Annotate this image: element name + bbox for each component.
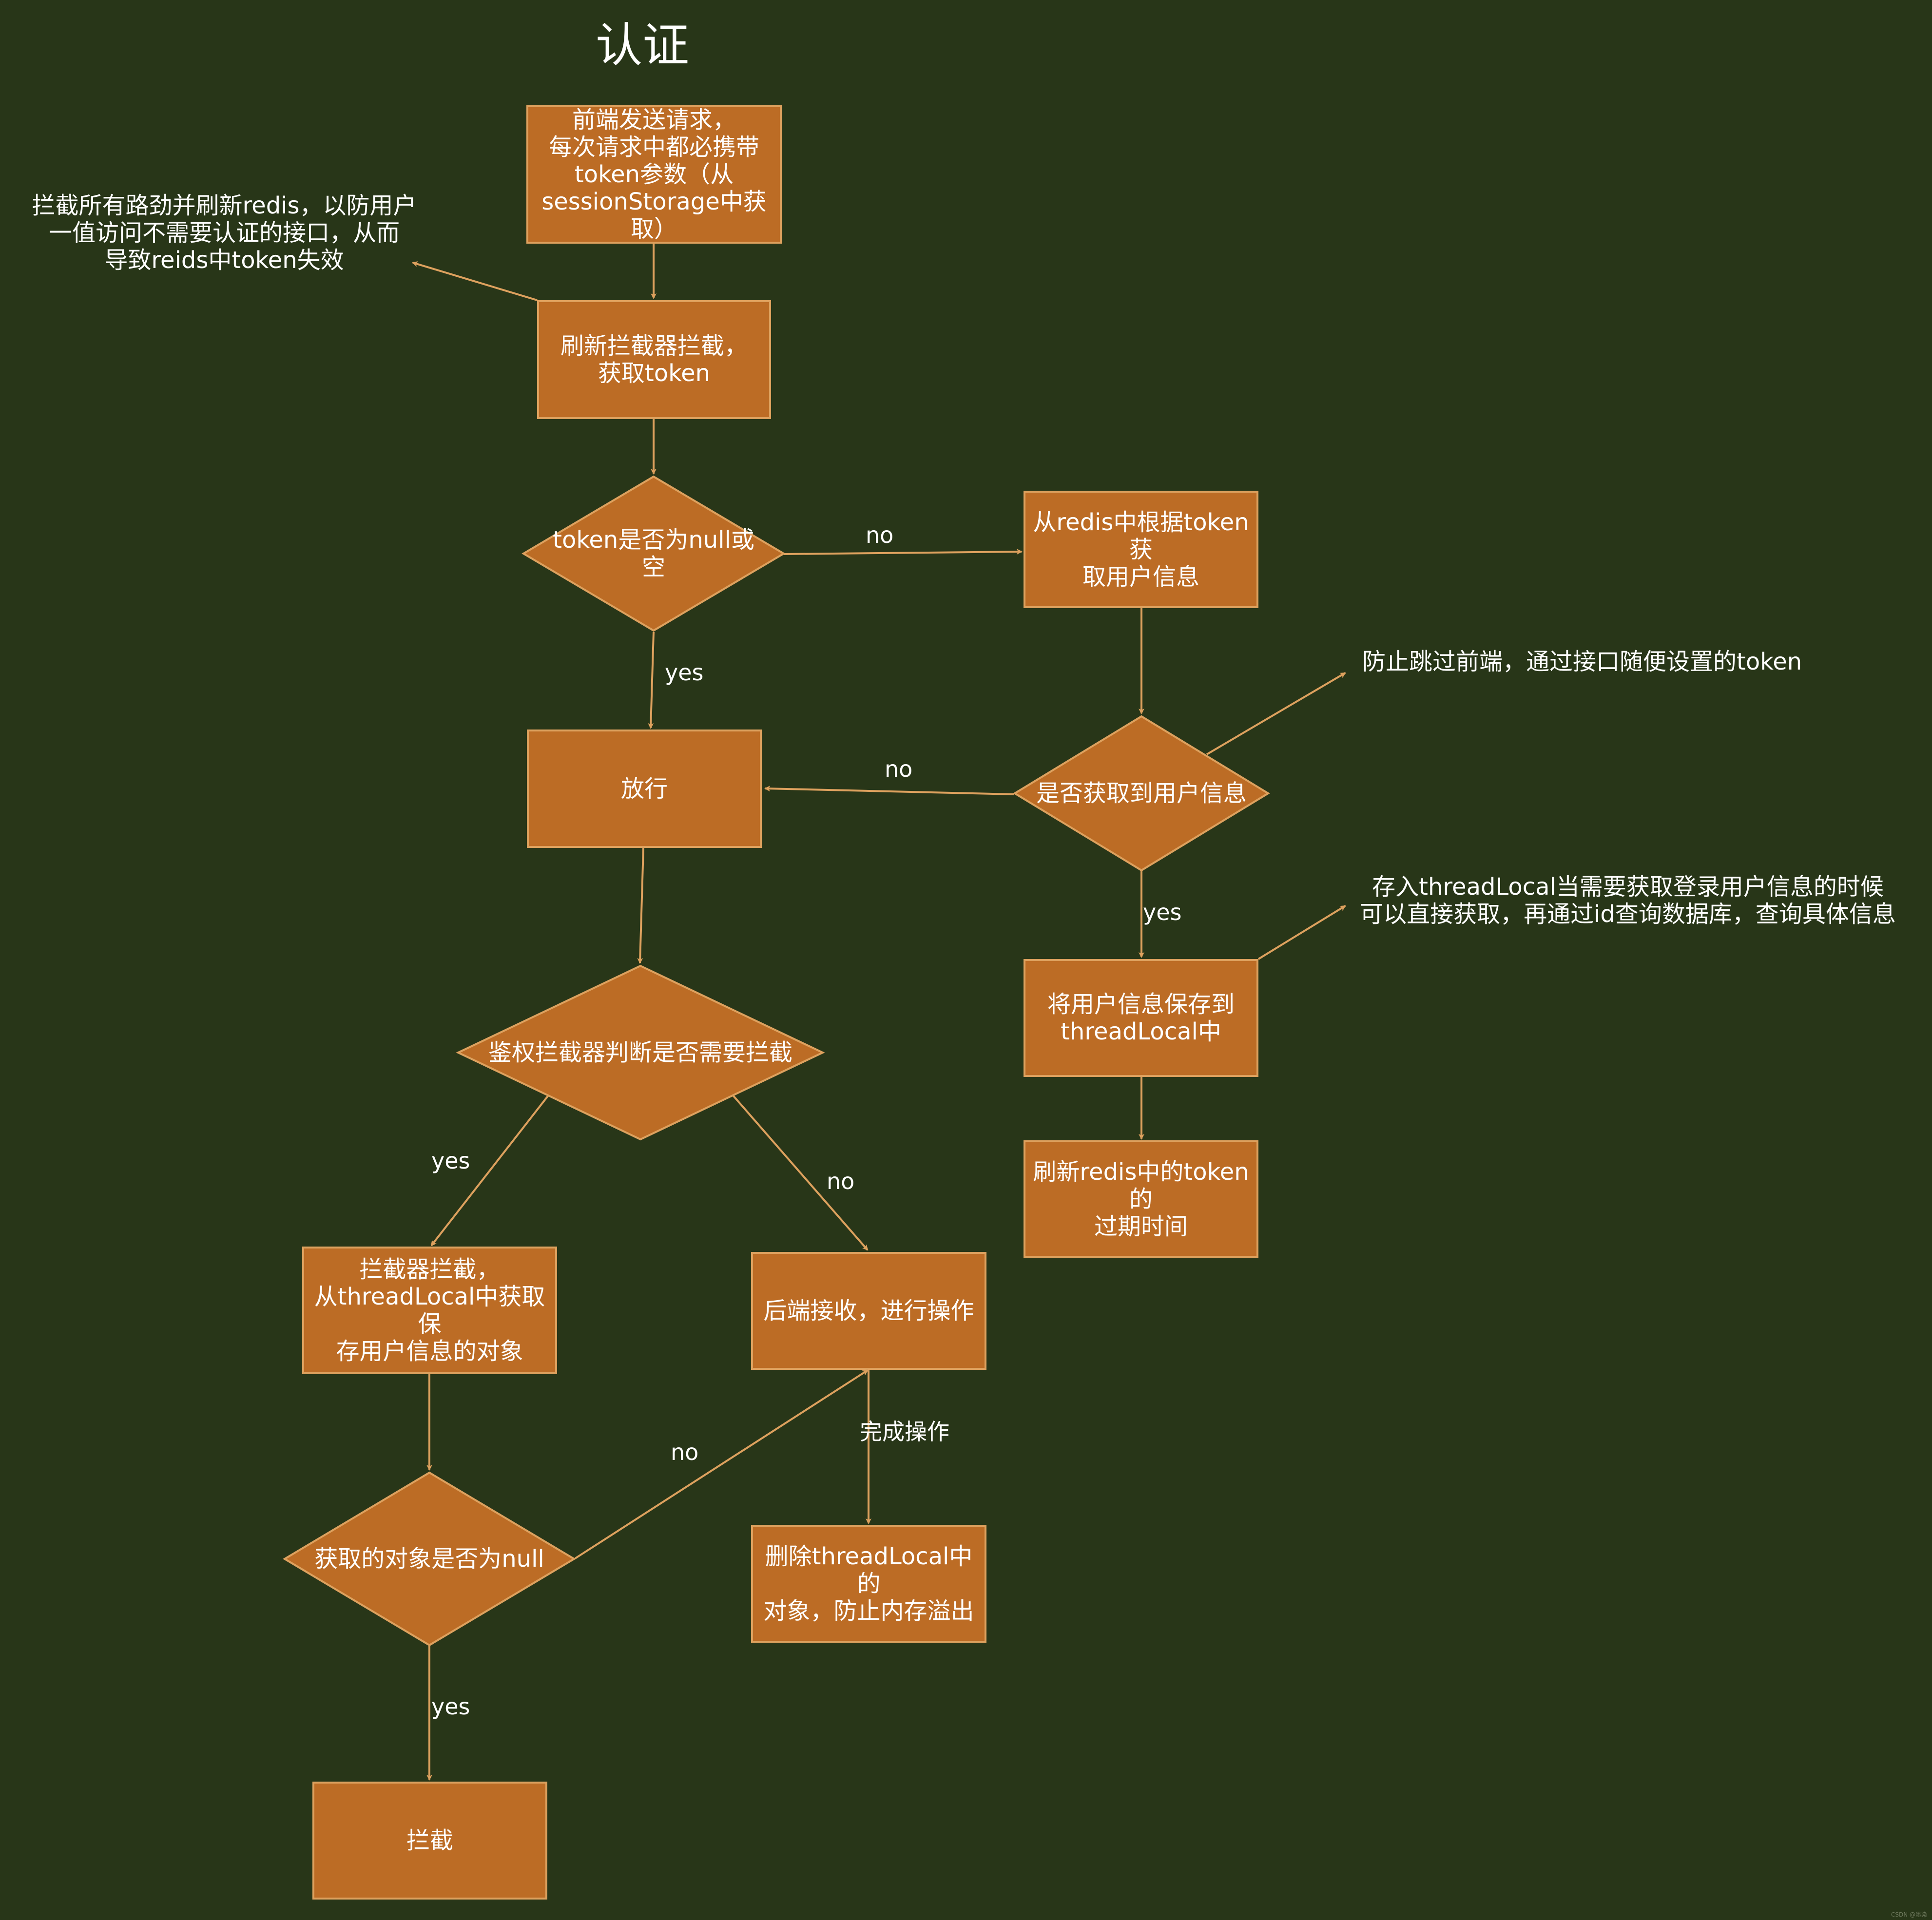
node-fetch-user-from-redis-label: 从redis中根据token获 取用户信息 <box>1033 508 1249 591</box>
decision-auth-interceptor: 鉴权拦截器判断是否需要拦截 <box>456 964 825 1141</box>
decision-object-null-shape <box>283 1471 576 1647</box>
node-pass-label: 放行 <box>620 775 668 803</box>
decision-user-info-shape <box>1013 715 1270 872</box>
edge-null-check-no <box>574 1369 869 1559</box>
decision-token-null-shape <box>522 475 786 632</box>
decision-auth-interceptor-label: 鉴权拦截器判断是否需要拦截 <box>488 1039 792 1066</box>
node-fetch-user-from-redis: 从redis中根据token获 取用户信息 <box>1024 491 1258 608</box>
edge-token-check-yes <box>648 632 655 729</box>
note-threadlocal: 存入threadLocal当需要获取登录用户信息的时候 可以直接获取，再通过id… <box>1360 873 1896 928</box>
edge-label-auth-yes: yes <box>431 1148 470 1174</box>
decision-token-null: token是否为null或 空 <box>522 475 786 632</box>
edge-user-check-no <box>764 786 1014 795</box>
node-frontend-request-label: 前端发送请求， 每次请求中都必携带 token参数（从 sessionStora… <box>541 106 767 243</box>
node-save-to-threadlocal-label: 将用户信息保存到 threadLocal中 <box>1047 991 1235 1045</box>
node-refresh-token-ttl-label: 刷新redis中的token的 过期时间 <box>1033 1158 1249 1240</box>
decision-user-info-label: 是否获取到用户信息 <box>1036 780 1247 807</box>
node-frontend-request: 前端发送请求， 每次请求中都必携带 token参数（从 sessionStora… <box>526 105 782 244</box>
edge-label-user-yes: yes <box>1143 899 1182 925</box>
decision-object-null-label: 获取的对象是否为null <box>314 1545 544 1573</box>
edge-label-object-yes: yes <box>431 1693 470 1720</box>
edge-save-to-note <box>1257 905 1346 960</box>
edge-label-user-no: no <box>885 756 913 782</box>
node-refresh-interceptor-label: 刷新拦截器拦截， 获取token <box>560 332 748 387</box>
edge-refresh-to-note <box>412 261 538 301</box>
edge-label-done: 完成操作 <box>860 1419 949 1445</box>
decision-user-info: 是否获取到用户信息 <box>1013 715 1270 872</box>
node-remove-threadlocal-label: 删除threadLocal中的 对象，防止内存溢出 <box>763 1543 974 1625</box>
node-save-to-threadlocal: 将用户信息保存到 threadLocal中 <box>1024 959 1258 1077</box>
edge-auth-check-yes <box>430 1094 549 1247</box>
watermark: CSDN @墨染 <box>1891 1911 1928 1918</box>
decision-token-null-label: token是否为null或 空 <box>553 526 754 581</box>
decision-auth-interceptor-shape <box>456 964 825 1141</box>
node-remove-threadlocal: 删除threadLocal中的 对象，防止内存溢出 <box>751 1525 986 1643</box>
node-interceptor-get-object-label: 拦截器拦截， 从threadLocal中获取保 存用户信息的对象 <box>314 1256 545 1365</box>
node-block-label: 拦截 <box>406 1827 453 1854</box>
edge-label-token-no: no <box>866 522 894 548</box>
edge-label-token-yes: yes <box>665 659 704 686</box>
edge-token-check-no <box>784 549 1023 555</box>
node-refresh-interceptor: 刷新拦截器拦截， 获取token <box>537 300 771 419</box>
node-block: 拦截 <box>312 1782 547 1900</box>
node-pass: 放行 <box>527 730 762 848</box>
edge-label-auth-no: no <box>827 1168 855 1194</box>
decision-object-null: 获取的对象是否为null <box>283 1471 576 1647</box>
node-backend-process-label: 后端接收，进行操作 <box>763 1297 974 1325</box>
node-interceptor-get-object: 拦截器拦截， 从threadLocal中获取保 存用户信息的对象 <box>302 1247 557 1374</box>
edge-label-object-no: no <box>671 1439 699 1465</box>
edge-auth-check-no <box>732 1094 869 1251</box>
node-backend-process: 后端接收，进行操作 <box>751 1252 986 1370</box>
edge-pass-to-auth-check <box>637 847 644 964</box>
note-skip-frontend: 防止跳过前端，通过接口随便设置的token <box>1362 648 1802 675</box>
diagram-title: 认证 <box>596 18 689 73</box>
edge-user-check-to-note <box>1206 672 1346 755</box>
node-refresh-token-ttl: 刷新redis中的token的 过期时间 <box>1024 1140 1258 1258</box>
note-refresh-redis: 拦截所有路劲并刷新redis，以防用户 一值访问不需要认证的接口，从而 导致re… <box>32 192 417 274</box>
